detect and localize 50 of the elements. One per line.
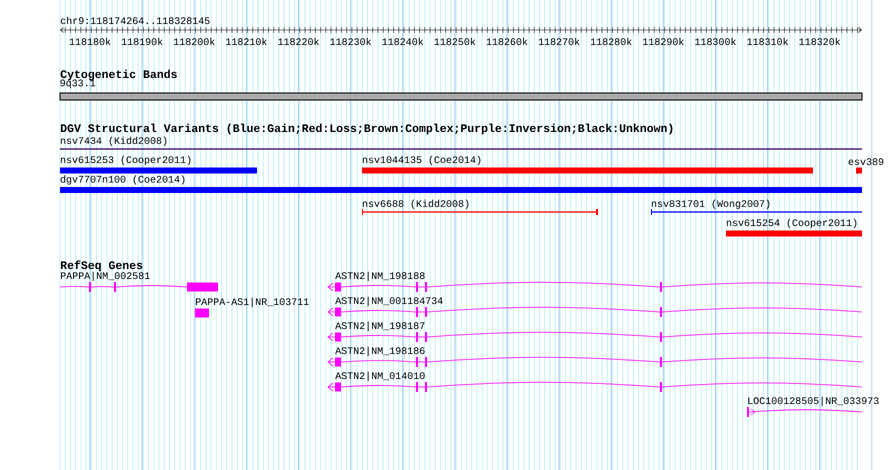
tick-label: 118270k (538, 38, 580, 46)
node-label: ASTN2|NM_198188 (335, 272, 425, 282)
node-label: esv389 (848, 158, 884, 166)
gene-model: ASTN2|NM_198186 (327, 346, 862, 367)
tick-label: 118230k (330, 38, 372, 46)
tick-label: 118290k (643, 38, 684, 46)
tick-label: 118320k (799, 38, 840, 46)
variant-line: nsv7434 (Kidd2008) (60, 136, 862, 150)
tick-label: 118240k (382, 38, 424, 46)
node-label: PAPPA|NM_002581 (60, 272, 150, 282)
variant-bar: nsv615254 (Cooper2011) (726, 218, 862, 236)
position-label: chr9:118174264..118328145 (60, 16, 210, 24)
tick-label: 118310k (747, 38, 788, 46)
tick-label: 118180k (70, 38, 110, 46)
variant-bar: nsv615253 (Cooper2011) (60, 156, 257, 174)
variant-bar: dgv7707n100 (Coe2014) (60, 175, 862, 193)
node-label: dgv7707n100 (Coe2014) (60, 175, 184, 185)
tick-label: 118200k (174, 38, 215, 46)
tick-label: 118190k (122, 38, 163, 46)
node-label: ASTN2|NM_198186 (335, 346, 425, 356)
tick-label: 118250k (434, 38, 476, 46)
variant-bar: esv389 (848, 158, 884, 174)
node-label: nsv1044135 (Coe2014) (362, 156, 480, 166)
node-label: nsv615254 (Cooper2011) (726, 218, 856, 228)
gene-model: ASTN2|NM_198187 (327, 322, 862, 342)
node-label: nsv615253 (Cooper2011) (60, 156, 190, 166)
track-heading: RefSeq Genes (60, 260, 142, 272)
variant-line: nsv6688 (Kidd2008) (362, 200, 598, 215)
track-heading: DGV Structural Variants (Blue:Gain;Red:Loss;Brown:Complex;Purple:Inversion;Black:Unknown) (60, 124, 672, 134)
tick-label: 118300k (695, 38, 736, 46)
variant-line: nsv831701 (Wong2007) (651, 200, 862, 215)
tick-label: 118210k (226, 38, 267, 46)
node-label: LOC100128505|NR_033973 (748, 396, 879, 406)
gene-model: LOC100128505|NR_033973 (747, 396, 879, 417)
node-label: ASTN2|NM_001184734 (335, 296, 443, 306)
track-heading: Cytogenetic Bands (60, 70, 177, 80)
tick-label: 118280k (590, 38, 632, 46)
tick-label: 118260k (486, 38, 528, 46)
node-label: ASTN2|NM_198187 (335, 322, 424, 332)
node-label: PAPPA-AS1|NR_103711 (196, 298, 309, 308)
chromosome-band: 9q33.1 (60, 80, 862, 100)
variant-bar: nsv1044135 (Coe2014) (362, 156, 813, 174)
node-label: ASTN2|NM_014010 (335, 372, 425, 382)
gene-model: PAPPA-AS1|NR_103711 (195, 298, 309, 318)
gene-model: ASTN2|NM_001184734 (327, 296, 862, 317)
gene-model: ASTN2|NM_198188 (327, 272, 862, 292)
gene-model: PAPPA|NM_002581 (60, 272, 218, 292)
gene-model: ASTN2|NM_014010 (327, 372, 862, 392)
tick-label: 118220k (278, 38, 319, 46)
node-label: 9q33.1 (60, 80, 96, 88)
